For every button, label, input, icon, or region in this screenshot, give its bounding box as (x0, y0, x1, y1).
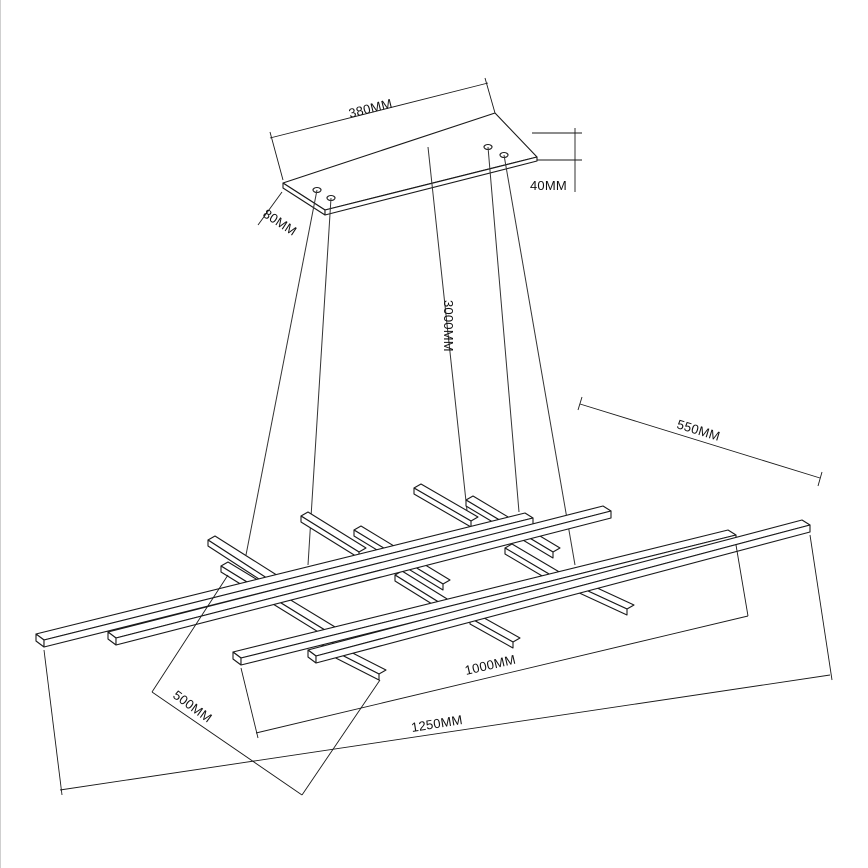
canopy-width-label: 80MM (260, 206, 299, 239)
inner-bar-length-label: 1000MM (463, 652, 517, 678)
suspension-cables (245, 146, 576, 566)
long-light-bars (35, 505, 811, 666)
outer-bar-length-label: 1250MM (410, 712, 463, 735)
fixture-depth-label: 550MM (675, 417, 722, 444)
ceiling-canopy (282, 112, 538, 216)
canopy-height-label: 40MM (530, 178, 567, 193)
dimension-lines (43, 77, 833, 796)
page-border (0, 0, 1, 868)
dimension-labels: 380MM 40MM 80MM 3000MM 550MM 1000MM 1250… (170, 96, 722, 735)
cable-length-label: 3000MM (441, 300, 456, 352)
canopy-length-label: 380MM (347, 96, 394, 121)
